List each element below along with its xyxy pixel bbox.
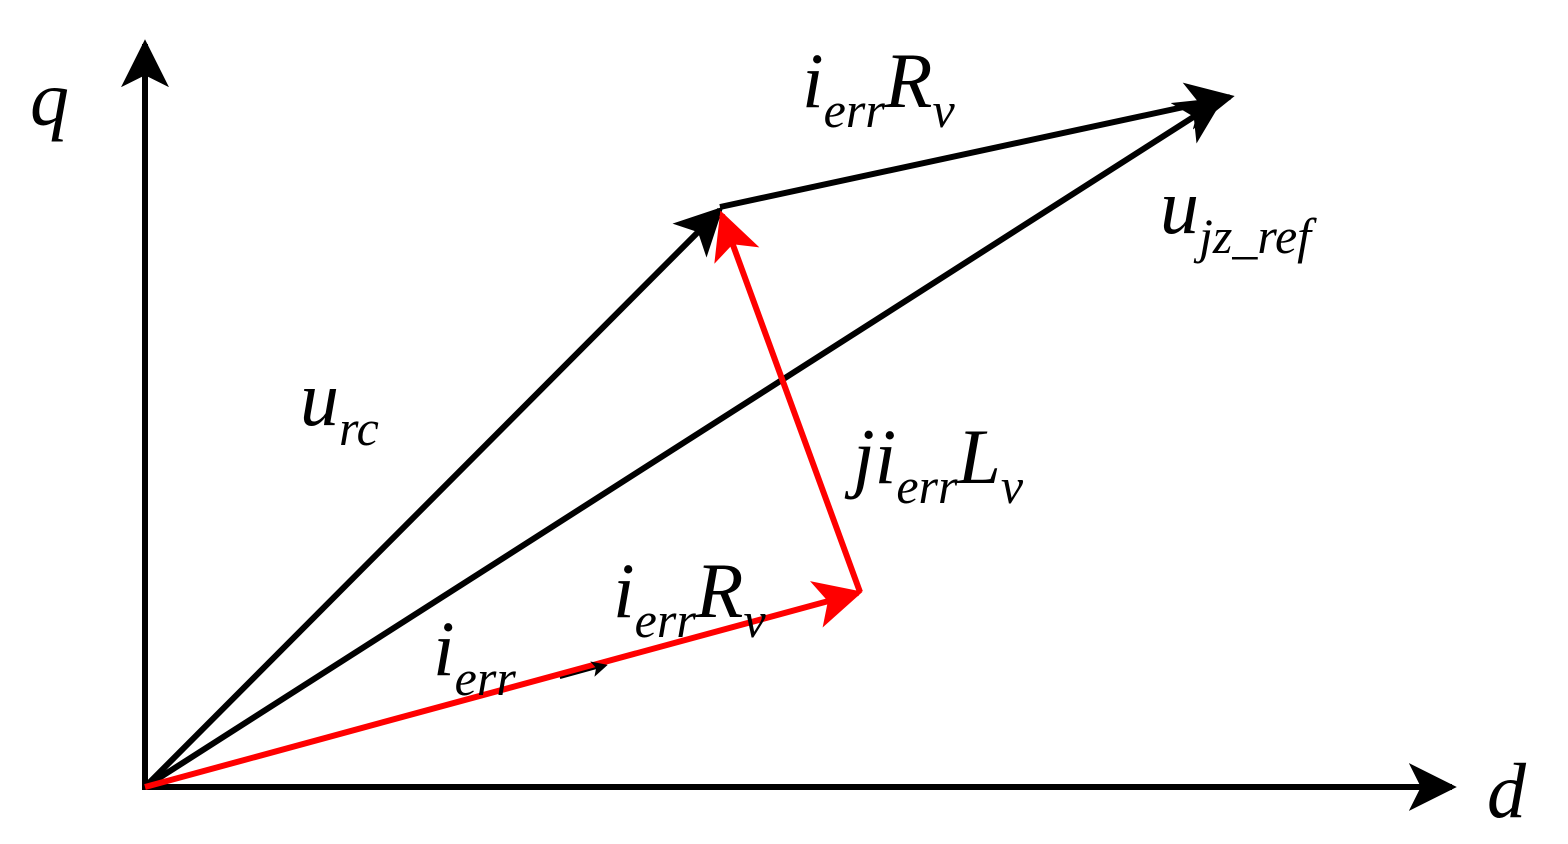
ujz-ref-label: ujz_ref (1160, 163, 1312, 264)
ierr-rv-bottom-label: ierrRv (613, 547, 766, 648)
ierr-rv-top-label: ierrRv (802, 37, 955, 138)
j-ierr-lv-label: jierrLv (853, 413, 1024, 514)
ierr-current-arrow (559, 661, 608, 679)
ierr-rv-red-vector (144, 581, 863, 790)
q-axis-label: q (30, 55, 69, 142)
j-ierr-lv-red-vector (714, 210, 863, 594)
ierr-rv-top-vector (719, 82, 1235, 210)
urc-vector (142, 206, 724, 790)
d-axis-label: d (1487, 747, 1526, 834)
ujz-ref-vector (143, 97, 1225, 790)
urc-label: urc (300, 355, 379, 456)
ierr-label: ierr (433, 605, 516, 706)
